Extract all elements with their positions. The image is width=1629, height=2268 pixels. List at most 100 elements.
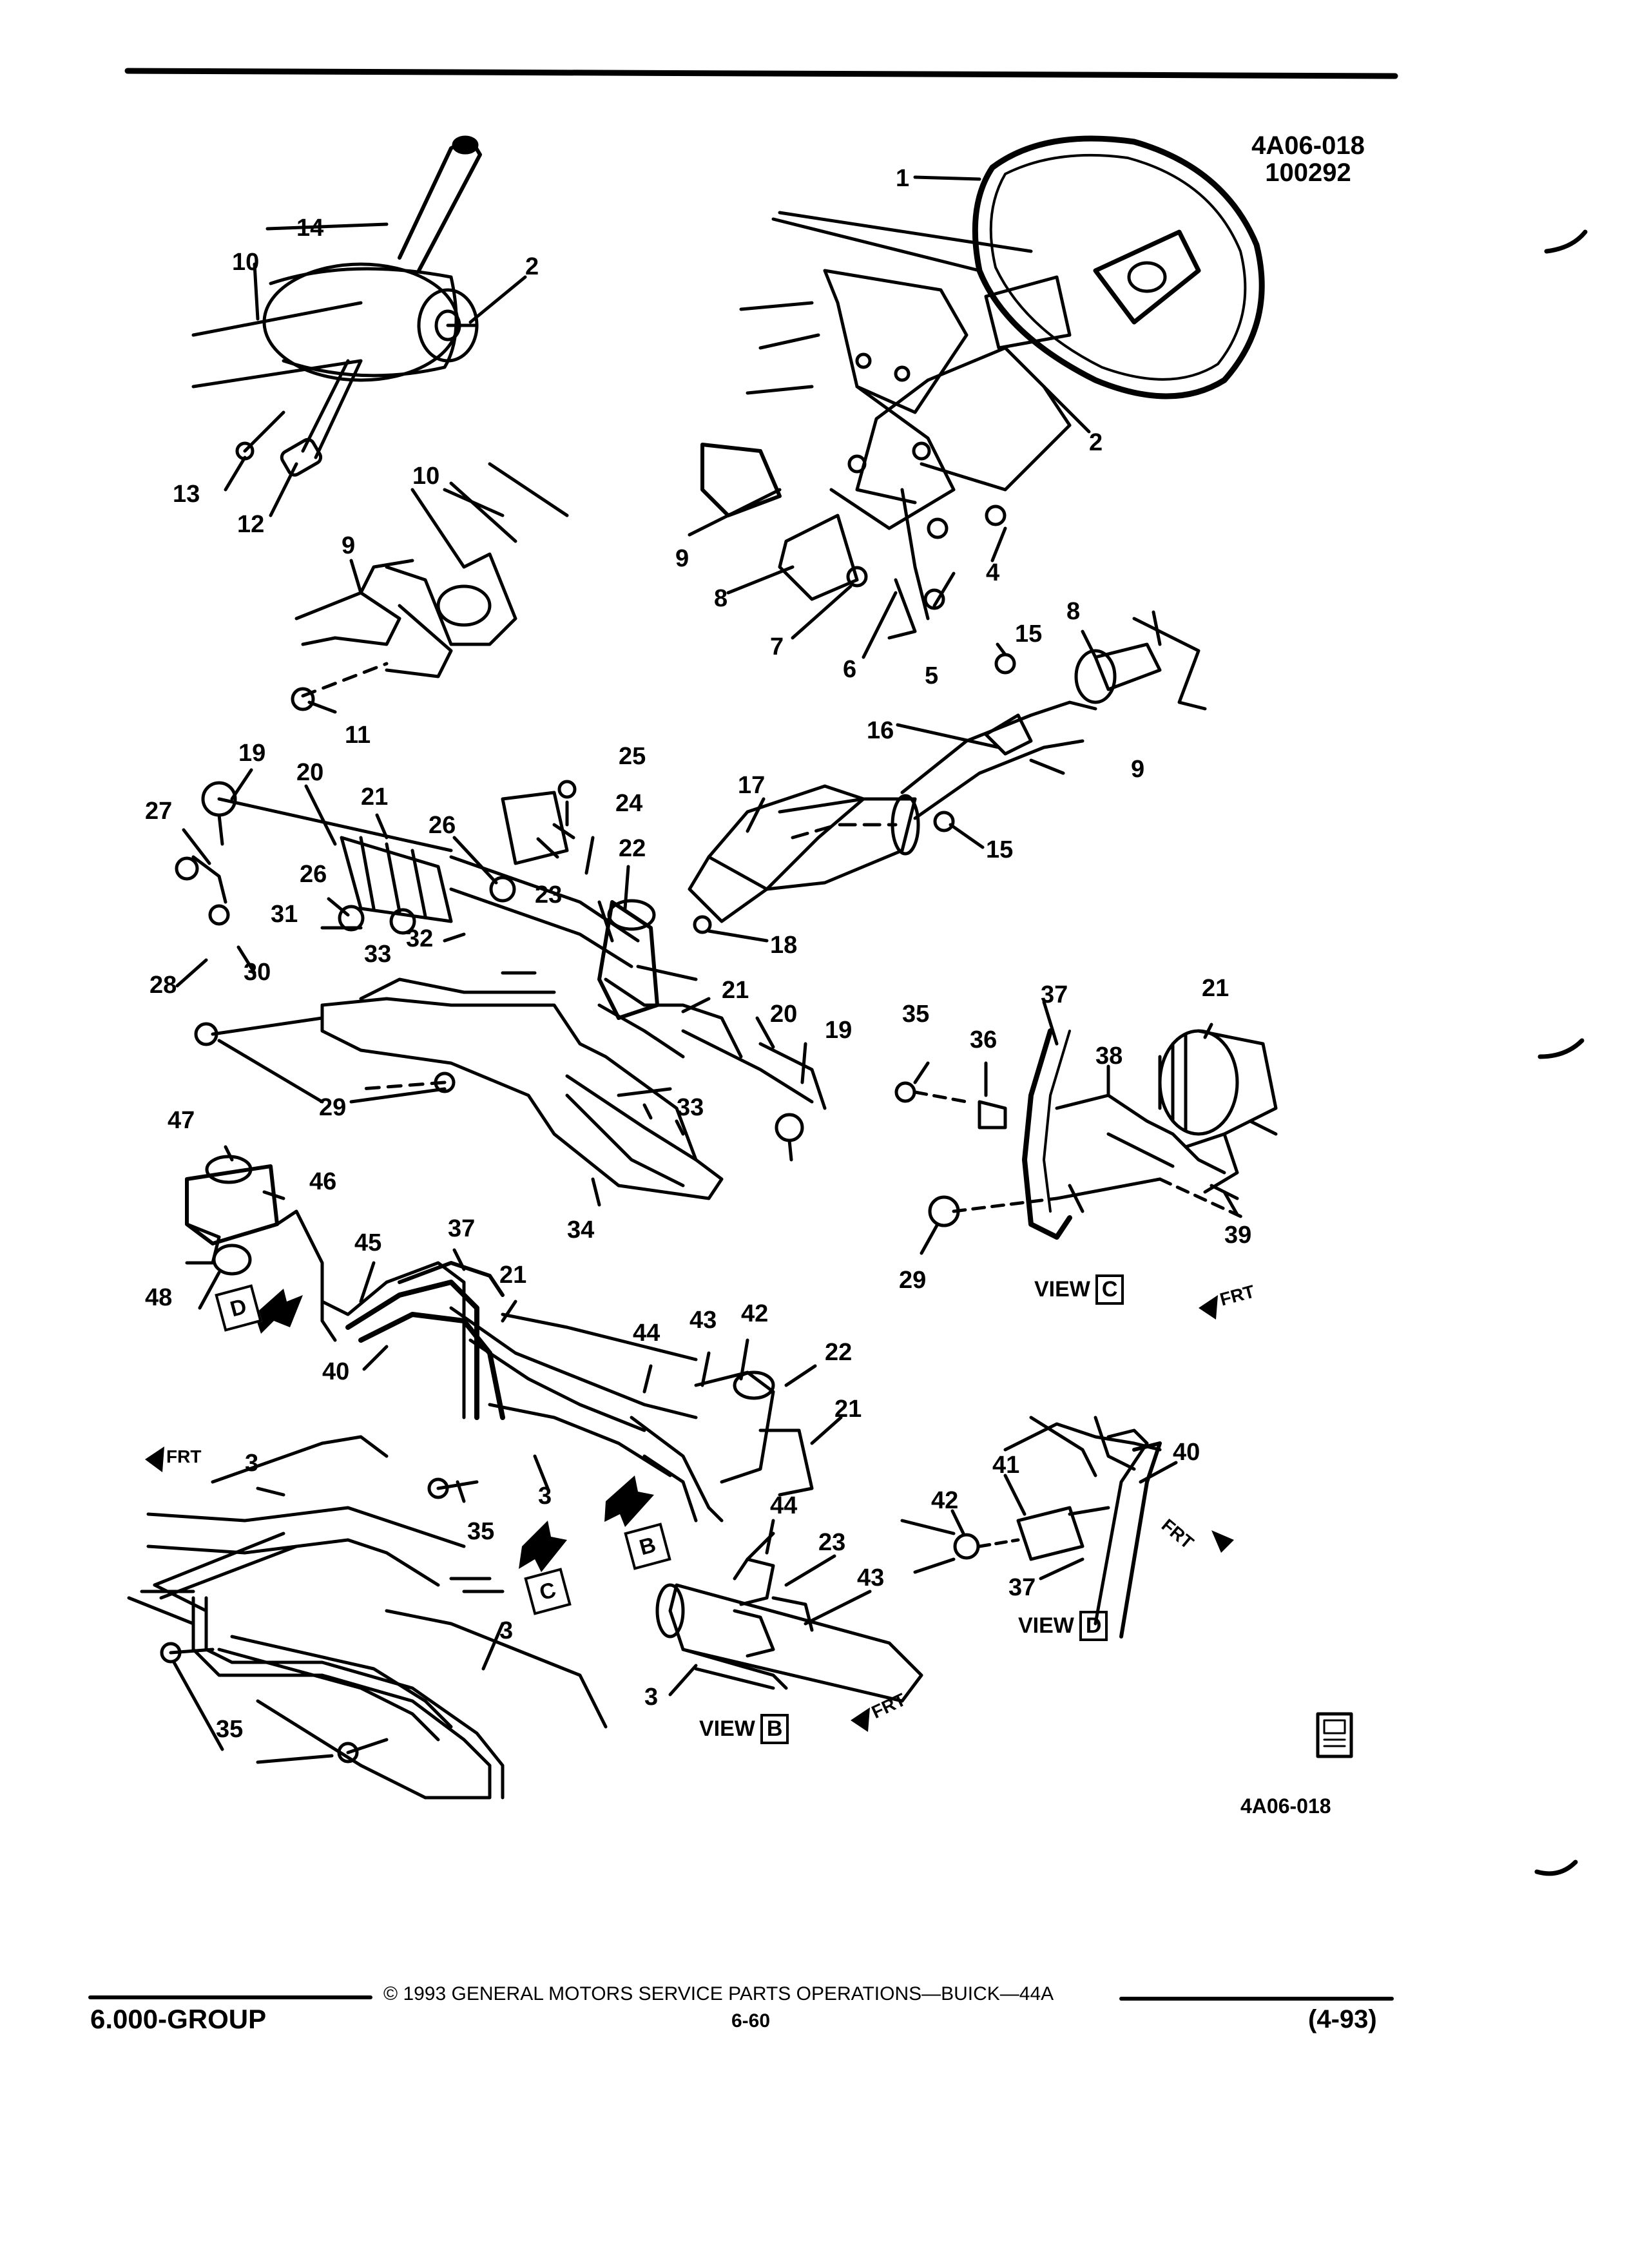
callout-21: 21 <box>361 783 389 811</box>
callout-19: 19 <box>825 1017 853 1044</box>
callout-8: 8 <box>714 585 728 612</box>
callout-23: 23 <box>535 881 563 908</box>
callout-35: 35 <box>467 1518 495 1545</box>
column-head-assembly <box>191 135 527 517</box>
callout-9: 9 <box>675 545 689 572</box>
callout-9: 9 <box>342 532 356 559</box>
callout-7: 7 <box>770 633 784 660</box>
view-letter: C <box>1095 1274 1124 1305</box>
callout-22: 22 <box>619 835 646 862</box>
callout-34: 34 <box>567 1216 595 1244</box>
reservoir-and-hoses <box>185 1145 843 1497</box>
callout-30: 30 <box>244 959 271 986</box>
callout-5: 5 <box>925 662 939 689</box>
callout-21: 21 <box>1202 975 1229 1002</box>
footer-copyright: © 1993 GENERAL MOTORS SERVICE PARTS OPER… <box>383 1983 1054 2004</box>
callout-23: 23 <box>818 1529 846 1556</box>
callout-3: 3 <box>245 1450 259 1477</box>
footer-page-number: 6-60 <box>731 2010 771 2032</box>
callout-33: 33 <box>677 1094 704 1121</box>
page-edge-mark <box>1544 229 1588 254</box>
direction-arrows <box>145 1289 1234 1732</box>
callout-19: 19 <box>238 740 266 767</box>
callout-37: 37 <box>1008 1574 1036 1601</box>
callout-14: 14 <box>296 215 324 242</box>
shaft-boot <box>688 784 920 943</box>
callout-3: 3 <box>644 1684 659 1711</box>
frt-arrow-view-b-icon <box>851 1707 870 1732</box>
callout-44: 44 <box>633 1320 660 1347</box>
callout-28: 28 <box>149 972 177 999</box>
callout-47: 47 <box>168 1107 195 1134</box>
callout-38: 38 <box>1095 1043 1123 1070</box>
callout-2: 2 <box>525 253 539 280</box>
page-edge-mark <box>1537 1038 1585 1059</box>
callout-42: 42 <box>931 1487 959 1514</box>
footer-group: 6.000-GROUP <box>90 2004 267 2034</box>
view-word: VIEW <box>1018 1613 1074 1638</box>
callout-22: 22 <box>825 1339 853 1366</box>
callout-40: 40 <box>1173 1439 1200 1466</box>
top-rule <box>124 68 1398 79</box>
callout-16: 16 <box>867 717 894 744</box>
callout-20: 20 <box>296 759 324 786</box>
arrow-d-icon <box>255 1289 303 1334</box>
callout-26: 26 <box>300 861 327 888</box>
frame-crossmember <box>194 977 724 1207</box>
callout-3: 3 <box>499 1617 514 1644</box>
callout-43: 43 <box>689 1307 717 1334</box>
arrow-b-icon <box>604 1475 654 1527</box>
callout-41: 41 <box>992 1452 1020 1479</box>
callout-29: 29 <box>899 1267 927 1294</box>
callout-35: 35 <box>902 1001 930 1028</box>
callout-37: 37 <box>1041 981 1068 1008</box>
frame-rail-pipes <box>127 1416 724 1800</box>
lock-bracket-assembly <box>291 462 569 714</box>
callout-8: 8 <box>1066 598 1081 625</box>
view-c-detail <box>894 1000 1278 1255</box>
callout-21: 21 <box>722 977 749 1004</box>
callout-4: 4 <box>986 559 1000 586</box>
callout-10: 10 <box>412 463 440 490</box>
callout-2: 2 <box>1089 429 1103 456</box>
callout-44: 44 <box>770 1492 798 1519</box>
frt-arrow-view-c-icon <box>1199 1295 1218 1320</box>
callout-12: 12 <box>237 511 265 538</box>
callout-27: 27 <box>145 798 173 825</box>
frt-label: FRT <box>166 1446 202 1466</box>
callout-15: 15 <box>986 836 1014 863</box>
callout-33: 33 <box>364 941 392 968</box>
callout-18: 18 <box>770 932 798 959</box>
gm-spo-badge-icon <box>1316 1712 1353 1758</box>
arrow-c-icon <box>519 1521 567 1572</box>
rack-and-pinion-gear <box>175 768 827 1162</box>
figure-code: 4A06-018 <box>1251 131 1365 160</box>
callout-35: 35 <box>216 1716 244 1743</box>
callout-32: 32 <box>406 925 434 952</box>
frt-arrow-upper-left-icon <box>145 1446 164 1472</box>
callout-3: 3 <box>538 1483 552 1510</box>
callout-21: 21 <box>834 1396 862 1423</box>
view-letter: D <box>1079 1611 1108 1641</box>
view-b-detail <box>655 1519 923 1703</box>
callout-31: 31 <box>271 901 298 928</box>
callout-42: 42 <box>741 1300 769 1327</box>
intermediate-shaft <box>896 610 1207 849</box>
footer-figure-code: 4A06-018 <box>1240 1794 1331 1818</box>
callout-15: 15 <box>1015 620 1043 648</box>
callout-24: 24 <box>615 790 643 817</box>
callout-1: 1 <box>896 165 910 192</box>
frt-arrow-view-d-icon <box>1211 1530 1234 1553</box>
callout-37: 37 <box>448 1215 476 1242</box>
steering-wheel-column <box>688 135 1265 659</box>
page-edge-mark <box>1534 1860 1578 1876</box>
callout-17: 17 <box>738 772 766 799</box>
callout-26: 26 <box>429 812 456 839</box>
callout-20: 20 <box>770 1001 798 1028</box>
callout-25: 25 <box>619 743 646 770</box>
callout-6: 6 <box>843 656 857 683</box>
